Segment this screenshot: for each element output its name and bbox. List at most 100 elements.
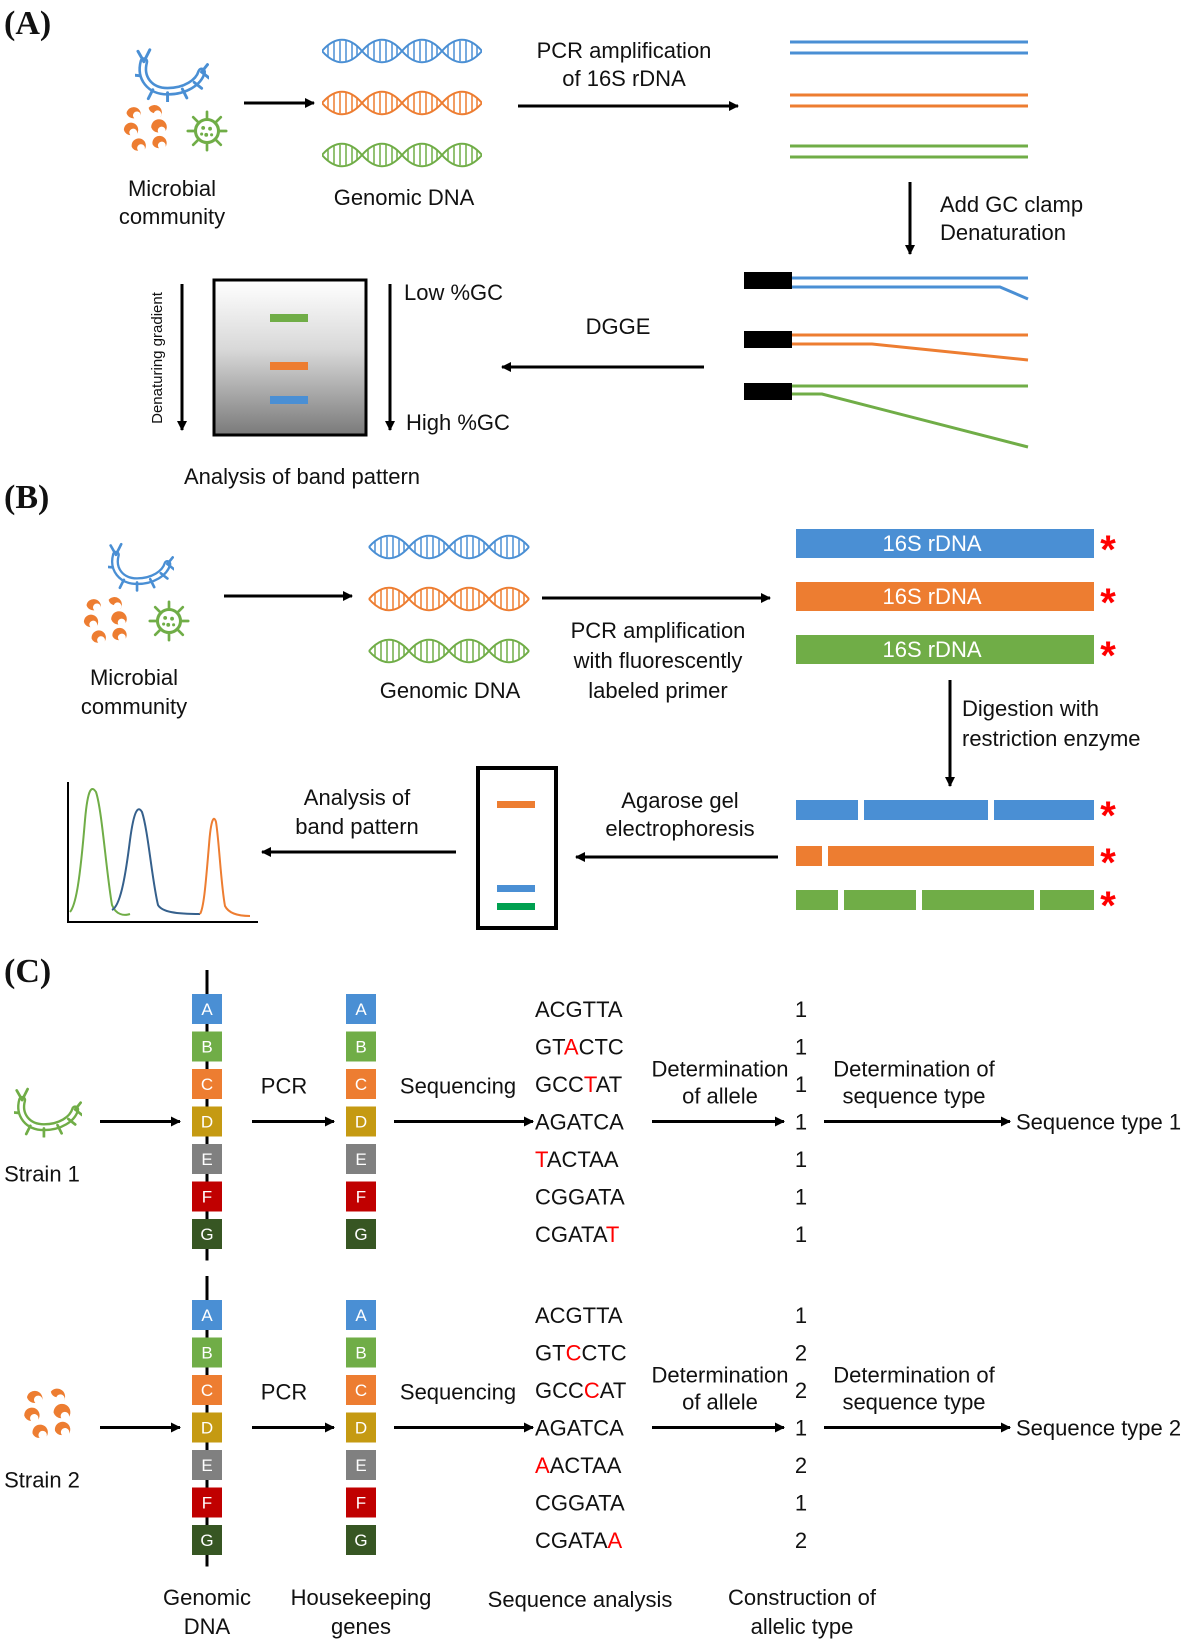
- variant-base: T: [535, 1147, 548, 1172]
- rdna-bar-orange-label: 16S rDNA: [882, 584, 981, 609]
- sequence-segment: ACGTTA: [535, 1303, 623, 1328]
- genomic-gene-box-d: [192, 1412, 222, 1443]
- peak-orange: [199, 817, 251, 917]
- allele-number-e: 1: [795, 1147, 807, 1172]
- sequence-e: AACTAA: [535, 1453, 622, 1478]
- sequence-g: CGATAT: [535, 1222, 619, 1247]
- housekeeping-gene-box-f: [346, 1181, 376, 1212]
- denaturing-gradient-label: Denaturing gradient: [149, 291, 166, 424]
- pcr-label: PCR: [261, 1074, 307, 1099]
- sequence-segment: GT: [535, 1035, 565, 1060]
- gene-letter-b: B: [355, 1038, 366, 1057]
- bottom-label-sequence-analysis: Sequence analysis: [488, 1587, 673, 1612]
- genomic-gene-box-f: [192, 1181, 222, 1212]
- sequence-e: TACTAA: [535, 1147, 619, 1172]
- sequence-d: AGATCA: [535, 1110, 624, 1135]
- sequence-segment: CGGATA: [535, 1185, 625, 1210]
- allele-number-c: 2: [795, 1378, 807, 1403]
- analysis-b-label-line2: band pattern: [295, 814, 419, 839]
- determination-st-line1: Determination of: [833, 1363, 995, 1388]
- labeled-rdna-bars: 16S rDNA * 16S rDNA * 16S rDNA *: [796, 528, 1116, 678]
- sequence-segment: AGATCA: [535, 1110, 624, 1135]
- sequence-segment: GT: [535, 1341, 566, 1366]
- electropherogram-axes: [67, 782, 258, 923]
- gene-letter-a: A: [355, 1000, 367, 1019]
- rdna-bar-blue: [796, 529, 1094, 558]
- pcr-b-label-line2: with fluorescently: [573, 648, 743, 673]
- sequence-f: CGGATA: [535, 1491, 625, 1516]
- sequence-segment: CGATA: [535, 1222, 608, 1247]
- electropherogram: [67, 782, 258, 923]
- housekeeping-gene-box-g: [346, 1525, 376, 1555]
- dna-helix-orange-icon: [368, 586, 530, 612]
- housekeeping-gene-box-b: [346, 1337, 376, 1368]
- gel-band-blue: [270, 396, 308, 404]
- gel-band-orange: [270, 362, 308, 370]
- genomic-gene-box-d: [192, 1106, 222, 1137]
- allele-number-d: 1: [795, 1416, 807, 1441]
- fluorescent-label-marker: *: [1100, 794, 1116, 838]
- fluorescent-label-marker: *: [1100, 581, 1116, 625]
- gene-letter-d: D: [355, 1419, 367, 1438]
- gene-letter-f: F: [202, 1188, 212, 1207]
- sequence-type-result: Sequence type 2: [1016, 1416, 1181, 1441]
- pcr-label-line2: of 16S rDNA: [562, 66, 686, 91]
- allele-number-b: 2: [795, 1341, 807, 1366]
- panel-a: (A) Microbial community Genomic DNA PCR …: [4, 5, 1083, 489]
- cocci-strain-icon: [24, 1388, 71, 1438]
- allele-number-c: 1: [795, 1072, 807, 1097]
- sequence-b: GTACTC: [535, 1035, 624, 1060]
- virus-icon: [148, 600, 190, 642]
- pcr-b-label-line3: labeled primer: [588, 678, 727, 703]
- bacillus-icon: [105, 544, 174, 590]
- gene-letter-g: G: [200, 1531, 213, 1550]
- determination-st-line1: Determination of: [833, 1057, 995, 1082]
- strain-name: Strain 1: [4, 1162, 80, 1187]
- panel-b: (B) Microbial community Genomic DNA PCR …: [4, 479, 1141, 930]
- sequence-segment: GCC: [535, 1072, 584, 1097]
- gene-letter-c: C: [201, 1075, 213, 1094]
- variant-base: A: [564, 1035, 579, 1060]
- agarose-band-orange: [497, 801, 535, 808]
- sequence-segment: ACTAA: [547, 1147, 619, 1172]
- housekeeping-gene-box-d: [346, 1106, 376, 1137]
- housekeeping-gene-box-a: [346, 1300, 376, 1330]
- variant-base: T: [584, 1072, 597, 1097]
- sequence-segment: ACGTTA: [535, 997, 623, 1022]
- housekeeping-gene-box-d: [346, 1412, 376, 1443]
- housekeeping-gene-box-c: [346, 1375, 376, 1405]
- digestion-label-line1: Digestion with: [962, 696, 1099, 721]
- genomic-dna-label: Genomic DNA: [334, 185, 475, 210]
- community-label-line2: community: [119, 204, 225, 229]
- variant-base: C: [584, 1378, 600, 1403]
- allele-number-g: 2: [795, 1528, 807, 1553]
- digested-fragments: * * *: [796, 794, 1116, 928]
- sequence-segment: CGATA: [535, 1528, 608, 1553]
- bottom-label-housekeeping-line1: Housekeeping: [291, 1585, 432, 1610]
- peak-green: [69, 788, 131, 916]
- rdna-bar-blue-label: 16S rDNA: [882, 531, 981, 556]
- high-gc-label: High %GC: [406, 410, 510, 435]
- sequence-b: GTCCTC: [535, 1341, 627, 1366]
- gene-letter-b: B: [201, 1038, 212, 1057]
- denatured-strands: [744, 272, 1029, 449]
- sequence-c: GCCCAT: [535, 1378, 626, 1403]
- sequence-c: GCCTAT: [535, 1072, 622, 1097]
- gene-letter-b: B: [201, 1344, 212, 1363]
- bacillus-strain-icon: [11, 1089, 82, 1137]
- fluorescent-label-marker: *: [1100, 884, 1116, 928]
- dna-helix-green-icon: [368, 638, 530, 664]
- genomic-dna-b-label: Genomic DNA: [380, 678, 521, 703]
- genomic-gene-box-a: [192, 1300, 222, 1330]
- genomic-gene-box-g: [192, 1219, 222, 1249]
- bottom-labels: Genomic DNA Housekeeping genes Sequence …: [163, 1585, 877, 1639]
- analysis-label: Analysis of band pattern: [184, 464, 420, 489]
- sequence-segment: CGGATA: [535, 1491, 625, 1516]
- housekeeping-gene-box-g: [346, 1219, 376, 1249]
- housekeeping-gene-box-a: [346, 994, 376, 1024]
- genomic-gene-box-b: [192, 1337, 222, 1368]
- determination-allele-line1: Determination: [652, 1057, 789, 1082]
